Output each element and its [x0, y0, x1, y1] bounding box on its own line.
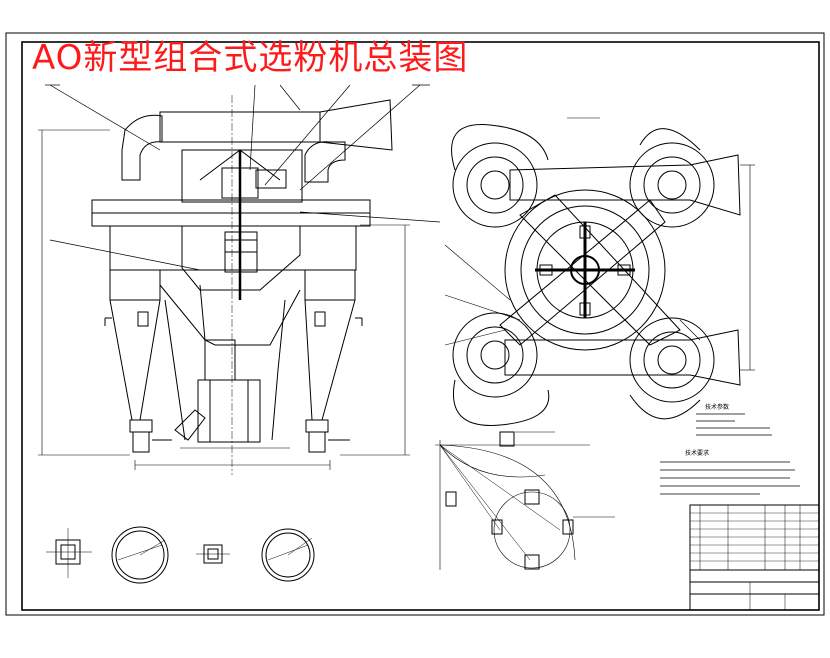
- title-block: [689, 504, 820, 611]
- section-details: [46, 526, 315, 584]
- plan-view: [444, 117, 755, 426]
- anchor-layout-view: [435, 431, 615, 570]
- outer-border: [5, 32, 825, 616]
- tech-params-heading: 技术参数: [705, 403, 729, 411]
- drawing-title: AO新型组合式选粉机总装图: [32, 38, 469, 78]
- inner-border: [21, 41, 820, 611]
- front-elevation-view: [38, 84, 441, 475]
- notes-lines: [660, 413, 800, 495]
- tech-requirements-heading: 技术要求: [685, 449, 709, 457]
